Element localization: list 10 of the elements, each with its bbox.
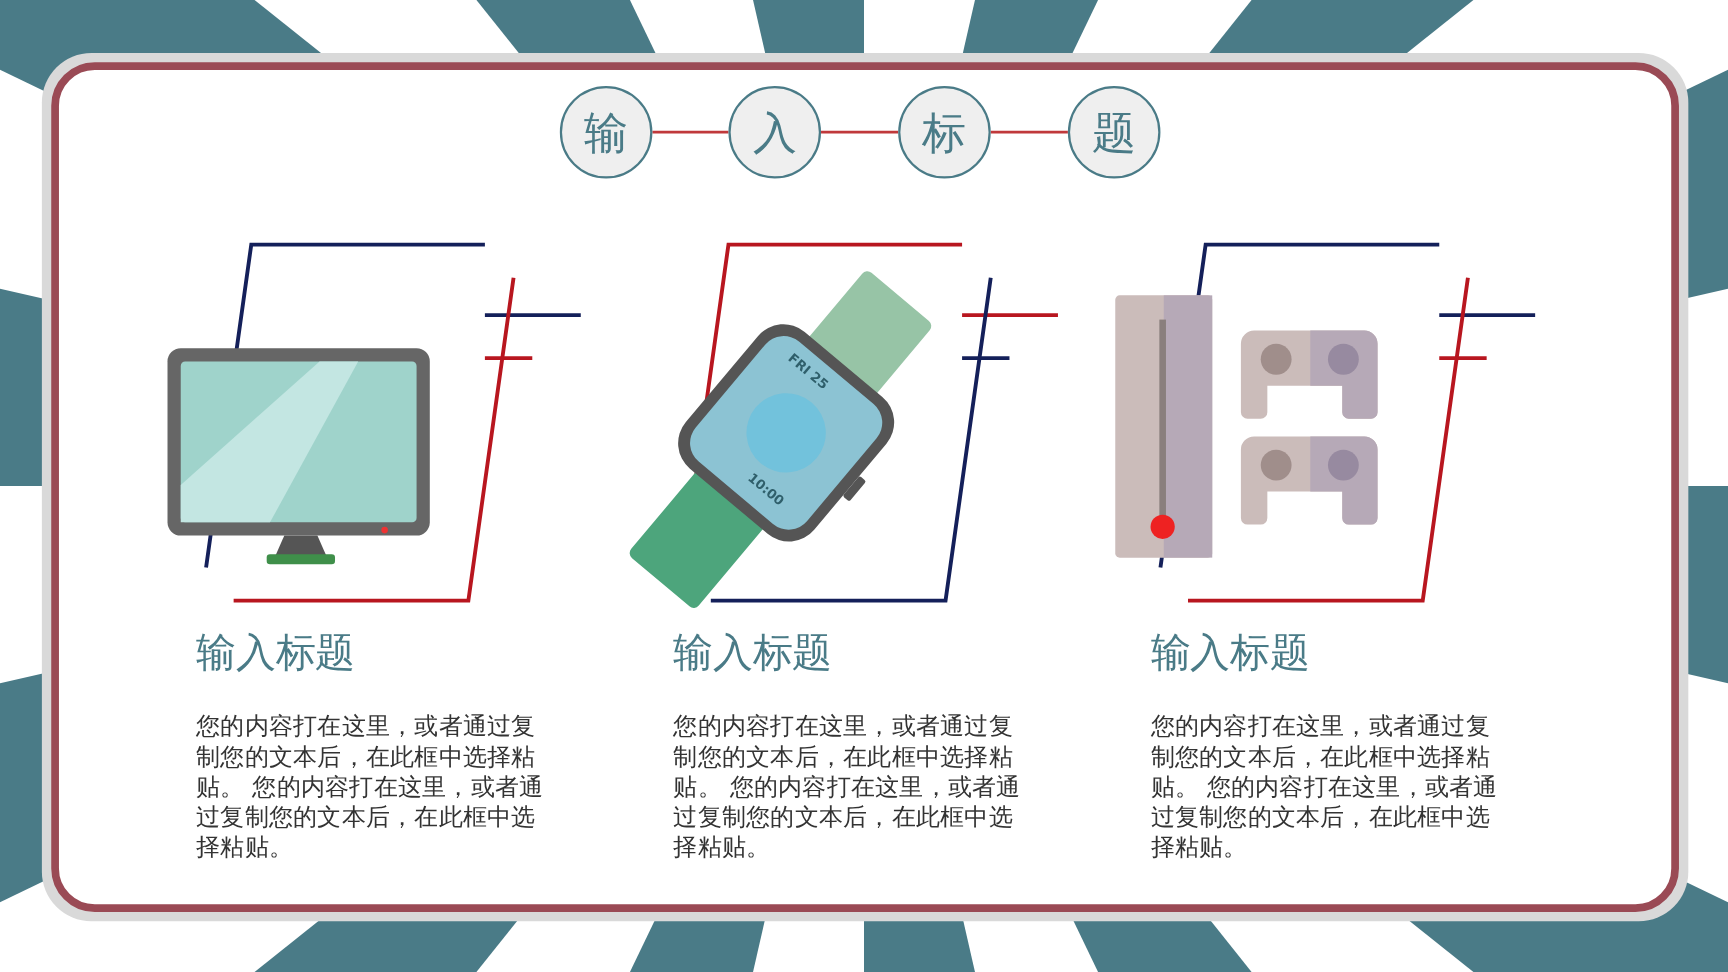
column-paragraph: 您的内容打在这里，或者通过复制您的文本后，在此框中选择粘贴。 您的内容打在这里，或者通过复制您的文本后，在此框中选择粘贴。 [1150, 710, 1499, 863]
connector-line [821, 130, 899, 134]
column-heading: 输入标题 [196, 628, 355, 676]
connector-line [990, 130, 1068, 134]
watch-date-text: FRI 25 [785, 350, 832, 393]
column-paragraph: 您的内容打在这里，或者通过复制您的文本后，在此框中选择粘贴。 您的内容打在这里，或者通过复制您的文本后，在此框中选择粘贴。 [673, 710, 1022, 863]
connector-line [652, 130, 729, 134]
column-heading: 输入标题 [673, 628, 833, 676]
column-heading: 输入标题 [1150, 628, 1310, 676]
column-paragraph: 您的内容打在这里，或者通过复制您的文本后，在此框中选择粘贴。 您的内容打在这里，或者通过复制您的文本后，在此框中选择粘贴。 [196, 710, 545, 863]
